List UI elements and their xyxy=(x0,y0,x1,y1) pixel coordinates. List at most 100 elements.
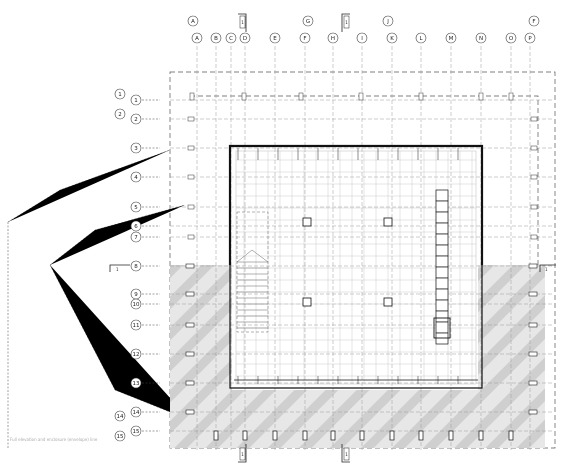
grid-bubble-label: 14 xyxy=(133,410,140,416)
grid-bubble: M xyxy=(445,32,457,44)
grid-bubble: F xyxy=(299,32,311,44)
grid-bubble: 3 xyxy=(130,142,142,154)
grid-bubble-label: C xyxy=(229,36,233,42)
grid-bubble-label: 1 xyxy=(134,98,138,104)
grid-bubble: C xyxy=(225,32,237,44)
main-enclosure xyxy=(228,144,484,389)
grid-bubble-label: K xyxy=(390,36,394,42)
grid-bubble-secondary: A xyxy=(187,15,199,27)
equipment-stack xyxy=(433,189,451,345)
grid-bubble-label: G xyxy=(306,19,310,25)
grid-bubble-secondary: 2 xyxy=(114,108,126,120)
grid-bubble-label: 1 xyxy=(118,92,122,98)
column xyxy=(383,297,393,307)
grid-bubble-label: A xyxy=(195,36,199,42)
grid-bubble: 7 xyxy=(130,231,142,243)
grid-bubble: K xyxy=(386,32,398,44)
grid-bubble: N xyxy=(475,32,487,44)
grid-bubble: E xyxy=(269,32,281,44)
grid-bubble-label: O xyxy=(509,36,514,42)
column xyxy=(302,217,312,227)
grid-bubble-secondary: G xyxy=(302,15,314,27)
grid-bubble: 2 xyxy=(130,113,142,125)
grid-lines xyxy=(170,46,552,450)
grid-bubble-label: A xyxy=(191,19,195,25)
grid-bubble: H xyxy=(327,32,339,44)
section-marks: 1 1 1 1 1 1 xyxy=(109,13,556,463)
grid-bubble-secondary: 1 xyxy=(114,88,126,100)
grid-bubble-label: 4 xyxy=(134,175,138,181)
grid-bubble-label: 8 xyxy=(134,264,138,270)
perimeter-piers xyxy=(185,92,538,441)
grid-bubble-label: F xyxy=(532,19,535,25)
grid-bubble-label: 3 xyxy=(134,146,138,152)
grid-bubble-secondary: J xyxy=(382,15,394,27)
grid-bubble-label: E xyxy=(273,36,277,42)
section-mark-top-right: 1 xyxy=(341,13,350,32)
grid-bubble-label: I xyxy=(361,36,363,42)
section-mark-top-left: 1 xyxy=(238,13,247,32)
grid-bubble-label: 2 xyxy=(134,117,138,123)
grid-bubble-label: P xyxy=(528,36,532,42)
grid-bubble-label: L xyxy=(419,36,423,42)
grid-bubble: O xyxy=(505,32,517,44)
grid-bubble-label: H xyxy=(331,36,335,42)
footnote: Full elevation and enclosure (envelope) … xyxy=(10,437,98,442)
grid-bubble-label: 11 xyxy=(133,323,140,329)
grid-bubble: 9 xyxy=(130,288,142,300)
section-mark-label: 1 xyxy=(241,452,244,457)
grid-bubble-label: F xyxy=(303,36,306,42)
grid-bubble-label: 2 xyxy=(118,112,122,118)
grid-bubble: 4 xyxy=(130,171,142,183)
grid-bubble: 11 xyxy=(130,319,142,331)
column xyxy=(383,217,393,227)
grid-bubble-secondary: F xyxy=(528,15,540,27)
grid-bubble: 10 xyxy=(130,298,142,310)
grid-bubble-label: J xyxy=(386,19,389,25)
grid-bubble-label: B xyxy=(214,36,218,42)
grid-bubble: P xyxy=(524,32,536,44)
grid-bubble-label: 6 xyxy=(134,224,138,230)
grid-bubble-label: 9 xyxy=(134,292,138,298)
grid-bubble: A xyxy=(191,32,203,44)
grid-bubble-label: 5 xyxy=(134,205,138,211)
grid-bubble-secondary: 15 xyxy=(114,430,126,442)
section-mark-bottom-left: 1 xyxy=(238,444,247,463)
grid-bubble: 6 xyxy=(130,220,142,232)
grid-bubble: 14 xyxy=(130,406,142,418)
top-grid-bubbles: A G J F A B C D E F H I K L M N O P xyxy=(187,15,540,44)
grid-bubble-label: 7 xyxy=(134,235,138,241)
grid-bubble: D xyxy=(239,32,251,44)
section-mark-left: 1 xyxy=(109,264,130,272)
grid-bubble-label: 15 xyxy=(133,429,140,435)
grid-bubble: 15 xyxy=(130,425,142,437)
grid-bubble: 12 xyxy=(130,348,142,360)
grid-bubble-label: 10 xyxy=(133,302,140,308)
grid-bubble-label: 13 xyxy=(133,381,140,387)
hatched-zone xyxy=(170,265,545,448)
grid-bubble: 5 xyxy=(130,201,142,213)
grid-bubble-label: 12 xyxy=(133,352,140,358)
grid-bubble-label: D xyxy=(243,36,247,42)
column xyxy=(302,297,312,307)
stair xyxy=(236,211,269,333)
grid-bubble-secondary: 14 xyxy=(114,410,126,422)
grid-bubble: 13 xyxy=(130,377,142,389)
grid-bubble-label: N xyxy=(479,36,483,42)
section-mark-label: 1 xyxy=(345,452,348,457)
section-mark-label: 1 xyxy=(545,267,548,272)
section-mark-bottom-right: 1 xyxy=(341,444,350,463)
grid-bubble: B xyxy=(210,32,222,44)
section-mark-label: 1 xyxy=(241,20,244,25)
grid-bubble-label: M xyxy=(449,36,454,42)
grid-bubble-label: 15 xyxy=(117,434,124,440)
grid-bubble: L xyxy=(415,32,427,44)
section-mark-right: 1 xyxy=(539,264,556,272)
grid-bubble-label: 14 xyxy=(117,414,124,420)
grid-bubble: 8 xyxy=(130,260,142,272)
grid-bubble: 1 xyxy=(130,94,142,106)
grid-bubble: I xyxy=(356,32,368,44)
section-mark-label: 1 xyxy=(116,267,119,272)
